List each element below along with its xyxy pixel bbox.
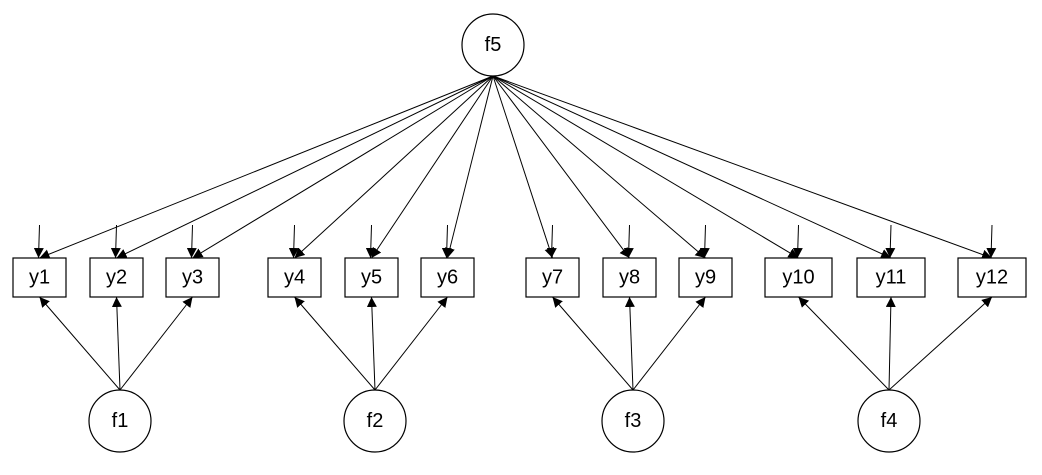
indicator-label: y8 <box>619 267 640 289</box>
indicator-node-y6: y6 <box>420 257 475 298</box>
indicator-label: y12 <box>976 267 1008 289</box>
indicator-label: y10 <box>782 267 814 289</box>
indicator-node-y11: y11 <box>856 257 926 298</box>
indicator-node-y8: y8 <box>602 257 657 298</box>
indicator-node-y5: y5 <box>344 257 399 298</box>
factor-label: f1 <box>112 410 129 432</box>
loading-f3-y8 <box>624 296 635 391</box>
factor-circle <box>88 389 152 453</box>
loading-f5-y8 <box>492 75 630 259</box>
factor-circle <box>343 389 407 453</box>
loading-f3-y9 <box>632 296 706 391</box>
loading-f5-y3 <box>192 75 494 259</box>
indicator-node-y12: y12 <box>957 257 1027 298</box>
loading-f5-y1 <box>39 75 494 259</box>
loading-f5-y6 <box>445 75 494 259</box>
indicator-box <box>678 257 733 298</box>
loading-f2-y5 <box>366 296 377 391</box>
indicator-label: y6 <box>437 267 458 289</box>
loading-f5-y9 <box>492 75 706 259</box>
factor-node-f2: f2 <box>343 389 407 453</box>
indicator-box <box>89 257 144 298</box>
indicator-label: y3 <box>182 267 203 289</box>
indicator-label: y9 <box>695 267 716 289</box>
error-arrow-y10 <box>792 224 803 259</box>
indicator-label: y2 <box>106 267 127 289</box>
loading-f2-y6 <box>374 296 448 391</box>
loading-f5-y12 <box>492 75 993 260</box>
loading-f5-y4 <box>294 75 494 259</box>
indicator-label: y5 <box>361 267 382 289</box>
indicator-box <box>957 257 1027 298</box>
indicator-node-y1: y1 <box>12 257 67 298</box>
indicator-label: y4 <box>284 267 305 289</box>
factor-node-f1: f1 <box>88 389 152 453</box>
indicator-box <box>12 257 67 298</box>
error-arrow-y4 <box>288 224 299 259</box>
loading-f5-y10 <box>492 75 799 259</box>
error-arrow-y7 <box>546 224 557 259</box>
loading-f2-y4 <box>294 296 376 391</box>
factor-node-f5: f5 <box>461 13 525 77</box>
loading-f3-y7 <box>552 296 634 391</box>
indicator-label: y11 <box>876 267 907 289</box>
loading-f4-y10 <box>798 296 890 391</box>
loading-f1-y2 <box>111 296 122 391</box>
error-arrow-y2 <box>110 224 121 259</box>
indicator-node-y7: y7 <box>525 257 580 298</box>
factor-circle <box>857 389 921 453</box>
loading-f5-y2 <box>116 75 494 259</box>
error-arrow-y8 <box>623 224 634 259</box>
factor-node-f4: f4 <box>857 389 921 453</box>
error-arrow-y9 <box>699 224 710 259</box>
indicator-box <box>165 257 220 298</box>
error-arrow-y5 <box>365 224 376 259</box>
loading-f5-y7 <box>492 75 555 259</box>
indicator-label: y1 <box>29 267 50 289</box>
factor-label: f2 <box>367 410 384 432</box>
loading-f5-y11 <box>492 75 892 259</box>
indicator-node-y4: y4 <box>267 257 322 298</box>
indicator-node-y10: y10 <box>764 257 833 298</box>
error-arrow-y11 <box>885 224 896 259</box>
loading-f4-y11 <box>885 296 896 391</box>
loading-f1-y1 <box>39 296 121 391</box>
factor-circle <box>601 389 665 453</box>
loading-f5-y5 <box>371 75 494 259</box>
indicator-box <box>602 257 657 298</box>
indicator-box <box>344 257 399 298</box>
edges <box>33 75 997 391</box>
indicator-node-y3: y3 <box>165 257 220 298</box>
nodes: f5 y1 y2 y3 y4 y5 y6 y7 y8 y9 y10 y11 y12 f1 f2 f3 f4 <box>12 13 1027 453</box>
factor-label: f4 <box>881 410 898 432</box>
factor-node-f3: f3 <box>601 389 665 453</box>
factor-label: f3 <box>625 410 642 432</box>
indicator-box <box>525 257 580 298</box>
indicator-box <box>267 257 322 298</box>
error-arrow-y1 <box>33 224 44 259</box>
indicator-box <box>856 257 926 298</box>
factor-label: f5 <box>485 34 502 56</box>
indicator-node-y2: y2 <box>89 257 144 298</box>
loading-f1-y3 <box>119 296 193 391</box>
indicator-node-y9: y9 <box>678 257 733 298</box>
indicator-box <box>420 257 475 298</box>
factor-circle <box>461 13 525 77</box>
loading-f4-y12 <box>888 296 993 391</box>
error-arrow-y3 <box>186 224 197 259</box>
error-arrow-y12 <box>986 224 997 259</box>
indicator-box <box>764 257 833 298</box>
indicator-label: y7 <box>542 267 563 289</box>
error-arrow-y6 <box>441 224 452 259</box>
